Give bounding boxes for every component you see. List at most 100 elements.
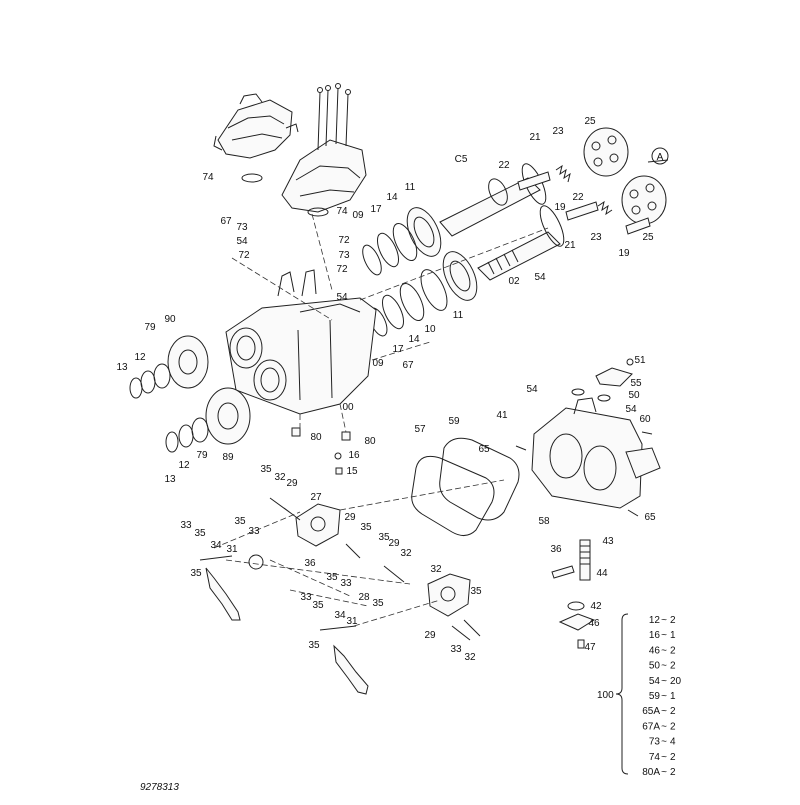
part-number-label: 35 [470,586,482,597]
kit-list: 100 12~216~146~250~254~2059~165A~267A~27… [597,613,682,778]
part-number-label: 29 [344,512,356,523]
part-number-label: C5 [455,154,468,165]
part-number-label: 36 [550,544,562,555]
kit-item-qty: 2 [670,752,676,763]
part-number-label: 23 [552,126,564,137]
kit-item-separator: ~ [661,691,667,702]
part-number-label: 65 [478,444,490,455]
part-number-label: 34 [210,540,222,551]
part-number-label: 79 [196,450,208,461]
kit-brace [615,613,629,775]
part-number-label: 67 [402,360,414,371]
cylinder-block-25-lower [621,175,667,225]
part-number-label: 35 [194,528,206,539]
part-number-label: 51 [634,355,646,366]
part-number-label: 54 [534,272,546,283]
regulator-assembly-right [281,83,367,213]
part-number-label: 72 [338,235,350,246]
part-number-label: 67 [220,216,232,227]
piston-21-19 [517,171,651,235]
lever-36-upper [199,555,241,621]
seal-plate-59 [439,437,520,521]
part-number-label: 33 [180,520,192,531]
part-number-label: 12 [178,460,190,471]
part-number-label: 43 [602,536,614,547]
part-number-label: 36 [304,558,316,569]
kit-item-separator: ~ [661,721,667,732]
lever-36-lower [319,625,369,695]
part-number-label: 21 [529,132,541,143]
part-number-label: 29 [286,478,298,489]
part-number-label: 58 [538,516,550,527]
ref-a-pointer-upper [647,159,669,163]
part-number-label: 55 [630,378,642,389]
part-number-label: 27 [310,492,322,503]
kit-item-part: 73 [649,737,661,748]
drive-shaft-c5 [439,163,547,237]
part-number-label: 54 [526,384,538,395]
kit-item-qty: 2 [670,661,676,672]
part-number-label: 73 [338,250,350,261]
spring-23 [555,164,613,216]
kit-item-part: 59 [649,691,661,702]
gear-89 [205,387,251,445]
part-number-label: 02 [508,276,520,287]
part-number-label: 90 [164,314,176,325]
fittings-right [515,358,653,517]
part-number-label: 33 [248,526,260,537]
kit-item-separator: ~ [661,645,667,656]
part-number-label: 23 [590,232,602,243]
part-number-label: 17 [370,204,382,215]
bearing-11-lower [442,251,478,301]
part-number-label: 65 [644,512,656,523]
part-number-label: 33 [450,644,462,655]
kit-item-separator: ~ [661,661,667,672]
kit-item-separator: ~ [661,767,667,778]
part-number-label: 13 [116,362,128,373]
cylinder-block-25-upper [583,127,629,177]
part-number-label: 33 [300,592,312,603]
part-number-label: 79 [144,322,156,333]
part-number-label: 17 [392,344,404,355]
part-number-label: 13 [164,474,176,485]
part-number-label: 31 [226,544,238,555]
kit-number: 100 [597,690,614,701]
part-number-label: 32 [400,548,412,559]
pump-casing-00 [225,269,377,415]
part-number-label: 50 [628,390,640,401]
part-number-label: 16 [348,450,360,461]
kit-item-separator: ~ [661,630,667,641]
part-number-label: 25 [642,232,654,243]
kit-item-qty: 2 [670,767,676,778]
dashed-assembly-lines [231,213,549,433]
part-number-label: 29 [388,538,400,549]
kit-item-part: 12 [649,615,661,626]
part-number-label: 35 [372,598,384,609]
part-number-label: 34 [334,610,346,621]
part-number-label: 35 [326,572,338,583]
part-number-label: 10 [424,324,436,335]
housing-41 [531,397,661,509]
kit-item-separator: ~ [661,706,667,717]
part-number-label: 09 [352,210,364,221]
kit-item-part: 65A [642,706,660,717]
part-number-label: 15 [346,466,358,477]
gasket-57 [411,455,495,536]
kit-item-part: 54 [649,676,661,687]
part-number-label: 35 [308,640,320,651]
part-number-label: 72 [238,250,250,261]
part-number-label: 72 [336,264,348,275]
part-number-label: 22 [498,160,510,171]
gasket-74-left [241,173,263,183]
part-number-label: 21 [564,240,576,251]
kit-item-separator: ~ [661,615,667,626]
rings-79-12-13 [129,363,209,453]
valve-42-43-44 [551,539,596,649]
part-number-label: 11 [453,310,464,321]
part-number-label: 35 [312,600,324,611]
part-number-label: 28 [358,592,370,603]
part-number-label: 35 [360,522,372,533]
part-number-label: 73 [236,222,248,233]
